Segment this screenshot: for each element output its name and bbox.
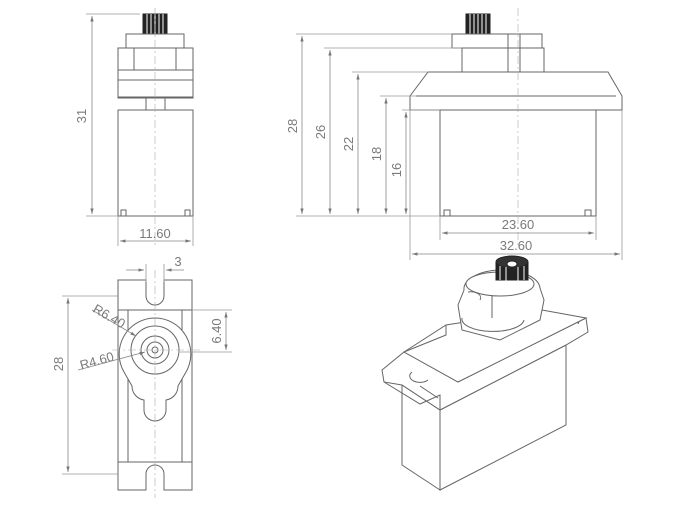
front-dim-18-label: 18 <box>369 147 384 161</box>
front-overall-width-label: 32.60 <box>500 238 533 253</box>
front-dim-16-label: 16 <box>389 163 404 177</box>
front-view-cap <box>451 33 543 49</box>
side-view-body <box>117 109 194 217</box>
top-radius-large-leader <box>91 309 137 337</box>
front-dim-26-label: 26 <box>313 125 328 139</box>
top-height-label: 28 <box>51 357 66 371</box>
front-view-mounting-flange <box>409 71 623 111</box>
top-offset-label: 3 <box>174 254 181 269</box>
side-width-label: 11.60 <box>139 226 171 241</box>
front-view-spline-gear <box>465 13 491 35</box>
side-height-label: 31 <box>74 109 89 123</box>
top-view: 3 R6.40 R4.60 28 6.40 <box>51 254 232 498</box>
front-dim-22-label: 22 <box>341 137 356 151</box>
iso-top-housing <box>403 309 588 383</box>
top-6-40-label: 6.40 <box>209 318 224 343</box>
side-view: 31 11.60 <box>74 8 194 246</box>
iso-spline-gear <box>495 255 529 281</box>
isometric-view <box>381 255 589 491</box>
front-dim-28-label: 28 <box>285 119 300 133</box>
top-radius-small-leader <box>77 351 146 371</box>
front-body-width-label: 23.60 <box>502 217 535 232</box>
top-radius-small-label: R4.60 <box>78 349 115 373</box>
front-view: 28 26 22 18 16 23.60 32.60 <box>285 8 623 260</box>
side-view-flange <box>117 69 194 99</box>
front-view-gear-housing <box>461 47 545 73</box>
side-view-upper-case <box>117 47 194 71</box>
